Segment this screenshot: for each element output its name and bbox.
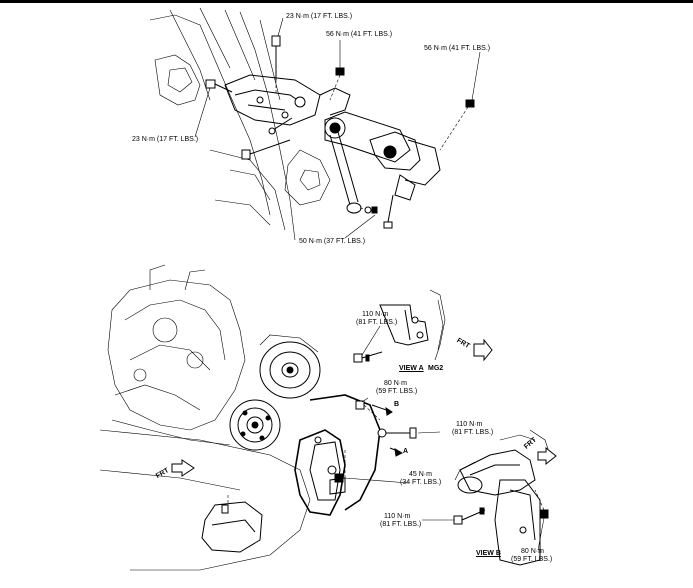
frt-arrow-right xyxy=(537,446,557,466)
lower-rod xyxy=(329,131,379,214)
top-rule xyxy=(0,0,693,3)
crank-pulley xyxy=(229,399,281,451)
nut-45 xyxy=(334,473,344,483)
label-torque-nut-right: 56 N·m (41 FT. LBS.) xyxy=(424,45,491,52)
engine-block-top xyxy=(149,7,331,241)
label-80-mid-a: 80 N·m xyxy=(384,380,407,387)
bolt-lower-right xyxy=(383,194,394,229)
label-45-a: 45 N·m xyxy=(409,471,432,478)
bolt-left-horizontal xyxy=(205,79,233,93)
label-torque-left-bolt: 23 N·m (17 FT. LBS.) xyxy=(132,136,199,143)
ac-compressor xyxy=(259,334,321,399)
upper-bracket xyxy=(224,74,351,126)
bolt-110-right xyxy=(377,427,417,439)
view-b-title: VIEW B xyxy=(476,550,501,557)
bolt-center-diag xyxy=(268,117,293,135)
view-b-housing xyxy=(454,429,551,566)
bolt-110-upper xyxy=(353,351,383,363)
nut-56-right xyxy=(439,99,475,151)
label-torque-nut-left: 56 N·m (41 FT. LBS.) xyxy=(326,31,393,38)
callout-arrows xyxy=(371,404,404,457)
label-110-right-a: 110 N·m xyxy=(456,421,483,428)
transaxle-bracket xyxy=(294,394,381,516)
label-110-upper-a: 110 N·m xyxy=(362,311,389,318)
front-mount-block xyxy=(201,495,263,553)
label-110-lower-b: (81 FT. LBS.) xyxy=(380,521,422,528)
bolt-lower-left xyxy=(241,139,291,160)
label-45-b: (34 FT. LBS.) xyxy=(400,479,442,486)
callout-b: B xyxy=(394,401,400,408)
label-torque-top-bolt: 23 N·m (17 FT. LBS.) xyxy=(286,13,353,20)
torque-strut xyxy=(324,111,441,201)
view-a-bracket xyxy=(379,289,446,361)
bolt-80-lower xyxy=(534,489,549,519)
label-80-lower-a: 80 N·m xyxy=(521,548,544,555)
label-110-upper-b: (81 FT. LBS.) xyxy=(356,319,398,326)
frame-rail xyxy=(99,429,311,571)
label-torque-lower-bolt: 50 N·m (37 FT. LBS.) xyxy=(299,238,366,245)
engine-block-bottom xyxy=(107,264,246,446)
label-110-right-b: (81 FT. LBS.) xyxy=(452,429,494,436)
view-a-code: MG2 xyxy=(428,365,444,372)
bolt-110-lower xyxy=(453,507,486,525)
frt-arrow-left xyxy=(171,459,195,477)
bolt-top-vertical xyxy=(271,35,281,95)
view-a-title: VIEW A xyxy=(399,365,424,372)
label-80-lower-b: (59 FT. LBS.) xyxy=(511,556,553,563)
bolt-80-mid xyxy=(355,400,381,421)
frt-arrow-upper xyxy=(473,338,493,362)
label-110-lower-a: 110 N·m xyxy=(384,513,411,520)
callout-a: A xyxy=(403,448,409,455)
label-80-mid-b: (59 FT. LBS.) xyxy=(376,388,418,395)
